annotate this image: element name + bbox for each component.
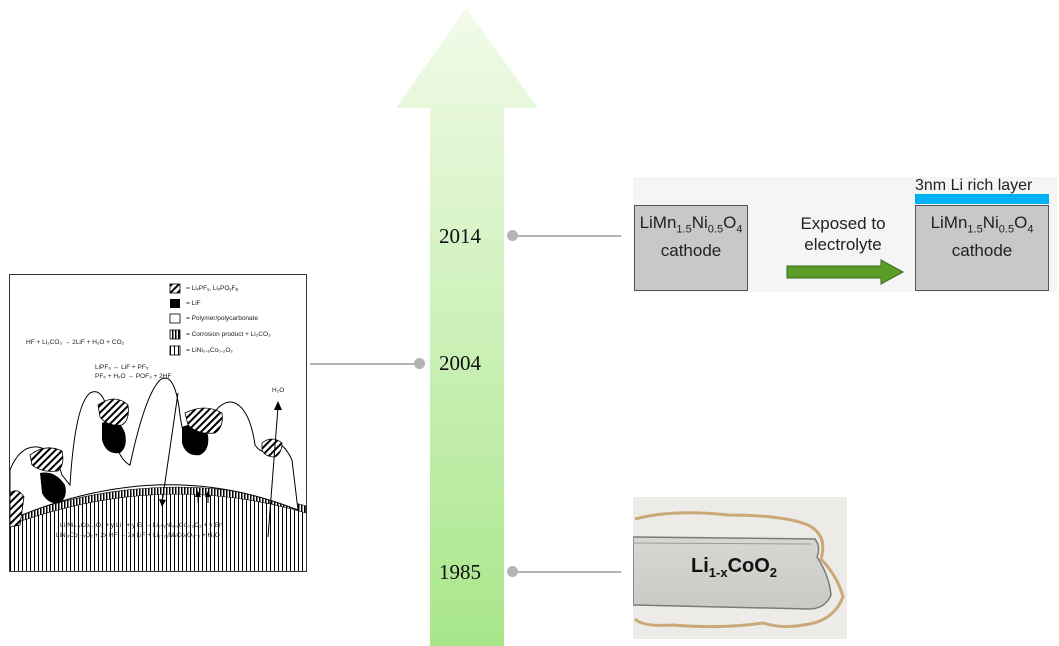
panel-1985: Li1-xCoO2 xyxy=(633,497,847,639)
year-2004: 2004 xyxy=(439,351,481,375)
legend-label-lif: = LiF xyxy=(186,300,201,307)
equation-lipf6: LiPF₆ ↔ LiF + PF₅ xyxy=(95,364,149,371)
cathode-box-before: LiMn1.5Ni0.5O4 cathode xyxy=(634,205,748,291)
water-label: H₂O xyxy=(272,387,285,394)
equation-pf5: PF₅ + H₂O → POF₃ + 2HF xyxy=(95,373,172,380)
legend-label-corrosion: = Corrosion product + Li₂CO₃ xyxy=(186,331,271,338)
connector-dot-2004 xyxy=(414,358,425,369)
year-2014: 2014 xyxy=(439,224,481,248)
year-1985: 1985 xyxy=(439,560,481,584)
equation-lithiation: Li₁Ni₀.₈Co₀.₂O₂ + y Li⁺ + y El → Li₁₊ᵧNi… xyxy=(60,522,224,529)
particle-micrograph xyxy=(633,497,847,639)
formula-before: LiMn1.5Ni0.5O4 xyxy=(639,213,743,236)
connector-line-2014 xyxy=(517,235,621,237)
panel-2014: LiMn1.5Ni0.5O4 cathode Exposed to electr… xyxy=(633,177,1057,292)
connector-line-2004 xyxy=(310,363,418,365)
legend-label-linico: = LiNi₀.₈Co₀.₂O₂ xyxy=(186,347,233,354)
equation-hf-attack: LiNiₓCo₁₋ₓO₂ + 2x HF → 2x LiF + Li₁₋₂ₓNi… xyxy=(56,532,220,539)
surface-film-schematic xyxy=(10,283,306,571)
connector-dot-2014 xyxy=(507,230,518,241)
exposure-arrow xyxy=(786,259,905,285)
panel-2004: = LiₓPFᵧ, LiₓPOᵧFᵩ = LiF = Polymer/polyc… xyxy=(9,274,307,572)
cathode-label-after: cathode xyxy=(951,241,1013,261)
formula-after: LiMn1.5Ni0.5O4 xyxy=(930,213,1034,236)
cathode-label-before: cathode xyxy=(660,241,722,261)
cathode-box-after: LiMn1.5Ni0.5O4 cathode xyxy=(915,205,1049,291)
layer-label: 3nm Li rich layer xyxy=(915,177,1033,194)
li-rich-layer xyxy=(915,194,1049,204)
legend-label-lipf: = LiₓPFᵧ, LiₓPOᵧFᵩ xyxy=(186,285,239,292)
connector-line-1985 xyxy=(517,571,621,573)
legend-label-polymer: = Polymer/polycarbonate xyxy=(186,315,259,322)
arrow-caption: Exposed to electrolyte xyxy=(800,214,886,254)
connector-dot-1985 xyxy=(507,566,518,577)
equation-hf: HF + Li₂CO₃ → 2LiF + H₂O + CO₂ xyxy=(26,339,125,346)
licoo2-label: Li1-xCoO2 xyxy=(691,555,778,580)
